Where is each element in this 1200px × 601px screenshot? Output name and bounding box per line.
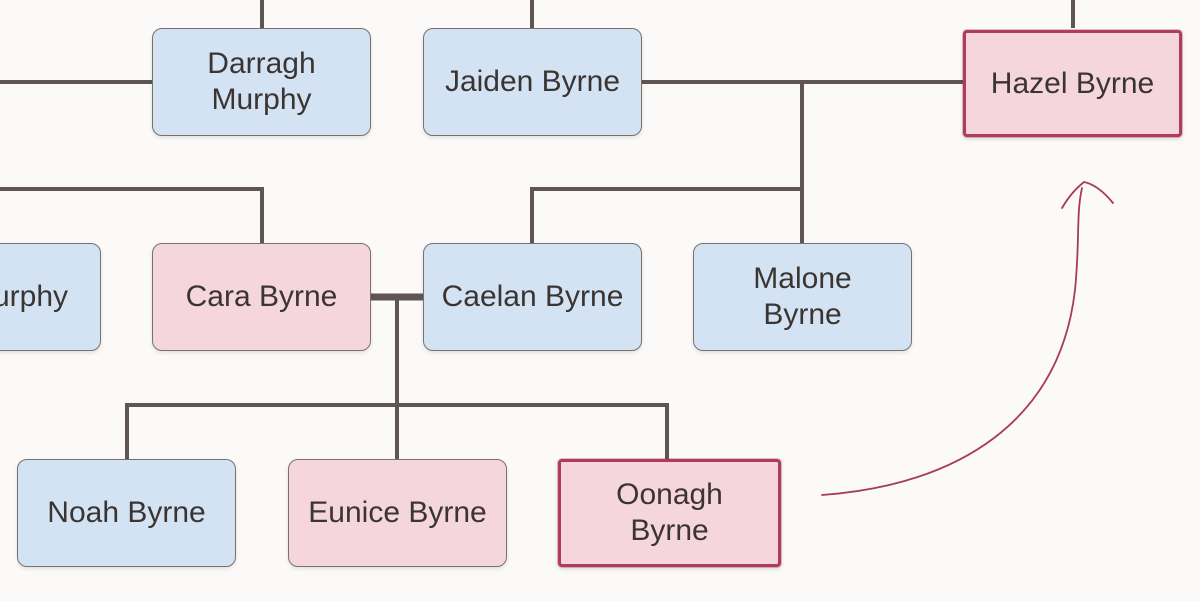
annotation-arrow [821, 181, 1114, 496]
person-name: Noah Byrne [47, 496, 206, 529]
person-node-noah-byrne[interactable]: Noah Byrne [17, 459, 236, 567]
person-name: Oonagh Byrne [616, 478, 723, 547]
person-node-oonagh-byrne[interactable]: Oonagh Byrne [558, 459, 781, 567]
person-name: Malone Byrne [753, 262, 852, 331]
person-node-murphy-partial[interactable]: urphy [0, 243, 101, 351]
person-name: Caelan Byrne [441, 280, 624, 313]
person-node-eunice-byrne[interactable]: Eunice Byrne [288, 459, 507, 567]
connector-to-caelan [530, 187, 802, 243]
person-name: Jaiden Byrne [444, 65, 621, 98]
person-node-cara-byrne[interactable]: Cara Byrne [152, 243, 371, 351]
connector-to-cara [0, 187, 264, 243]
person-node-malone-byrne[interactable]: Malone Byrne [693, 243, 912, 351]
person-name: Hazel Byrne [990, 66, 1155, 100]
connector-children-bar [125, 403, 669, 459]
person-name: urphy [0, 280, 68, 313]
person-name: Darragh Murphy [207, 47, 316, 116]
person-node-jaiden-byrne[interactable]: Jaiden Byrne [423, 28, 642, 136]
person-node-darragh-murphy[interactable]: Darragh Murphy [152, 28, 371, 136]
person-name: Cara Byrne [185, 280, 338, 313]
person-name: Eunice Byrne [308, 496, 487, 529]
person-node-caelan-byrne[interactable]: Caelan Byrne [423, 243, 642, 351]
person-node-hazel-byrne[interactable]: Hazel Byrne [963, 30, 1182, 137]
